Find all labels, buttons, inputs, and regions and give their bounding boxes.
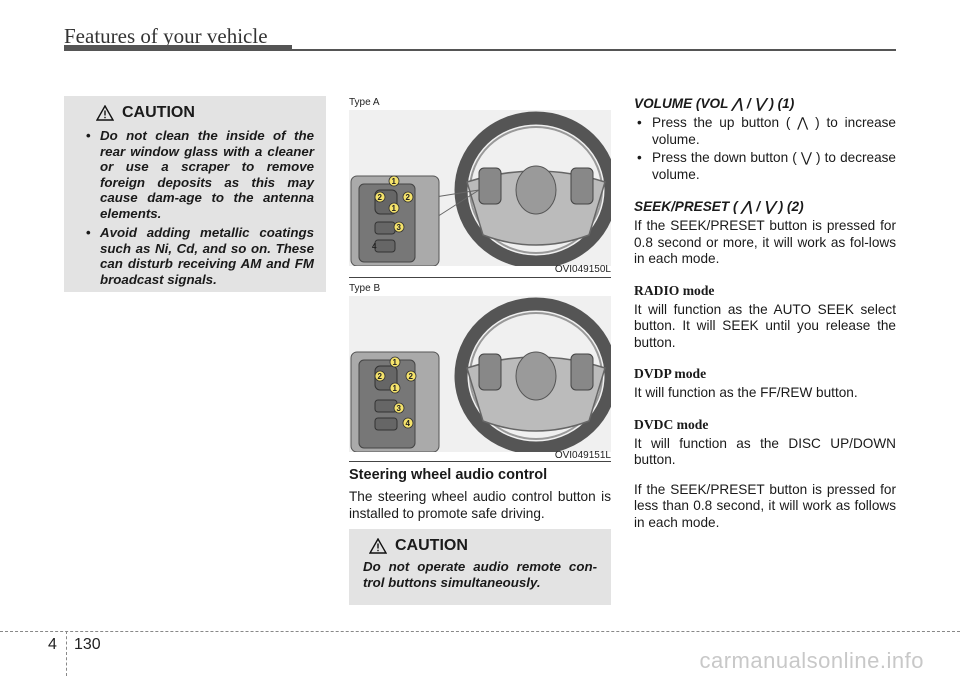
caution-box-antenna: CAUTION Do not clean the inside of the r… (64, 96, 326, 292)
figure-code: OVI049150L (554, 264, 611, 275)
caution-heading: CAUTION (369, 537, 597, 555)
radio-mode-body: It will function as the AUTO SEEK select… (634, 301, 896, 350)
caution-title: CAUTION (395, 537, 468, 554)
volume-bullet: Press the down button ( ⋁ ) to decrease … (634, 150, 896, 183)
figure-rule (349, 277, 611, 278)
figure-code: OVI049151L (554, 450, 611, 461)
dvdc-mode-heading: DVDC mode (634, 416, 709, 432)
dvdp-mode-heading: DVDP mode (634, 366, 707, 381)
page-number: 130 (74, 636, 101, 653)
caution-title: CAUTION (122, 104, 195, 121)
svg-text:4: 4 (406, 419, 411, 428)
watermark-text: carmanualsonline.info (699, 648, 924, 673)
caution-list: Do not clean the inside of the rear wind… (80, 128, 314, 287)
volume-bullet: Press the up button ( ⋀ ) to increase vo… (634, 115, 896, 148)
svg-text:2: 2 (378, 193, 383, 202)
warning-triangle-icon (369, 538, 387, 554)
steering-wheel-type-a-graphic: 1 2 2 1 3 4 (349, 110, 611, 266)
svg-text:3: 3 (397, 223, 402, 232)
figure-rule (349, 461, 611, 462)
warning-triangle-icon (96, 105, 114, 121)
section-body: The steering wheel audio control button … (349, 489, 611, 521)
svg-text:1: 1 (392, 204, 397, 213)
seek-heading: SEEK/PRESET ( ⋀ / ⋁ ) (2) (634, 199, 804, 214)
caution-item: Do not clean the inside of the rear wind… (80, 128, 314, 221)
svg-text:4: 4 (372, 242, 377, 251)
header-rule-thick (64, 45, 292, 51)
right-column: VOLUME (VOL ⋀ / ⋁ ) (1) Press the up but… (634, 96, 896, 531)
caution-item: Avoid adding metallic coatings such as N… (80, 225, 314, 287)
caution-heading: CAUTION (96, 104, 314, 122)
volume-heading: VOLUME (VOL ⋀ / ⋁ ) (1) (634, 96, 795, 111)
svg-text:2: 2 (378, 372, 383, 381)
seek-body: If the SEEK/PRESET button is pressed for… (634, 218, 896, 266)
dvdp-mode-body: It will function as the FF/REW button. (634, 385, 858, 400)
svg-text:2: 2 (406, 193, 411, 202)
radio-mode-heading: RADIO mode (634, 282, 715, 298)
svg-text:1: 1 (393, 358, 398, 367)
dvdc-mode-body: It will function as the DISC UP/DOWN but… (634, 435, 896, 468)
steering-wheel-illustration-type-b: 1 2 2 1 3 4 (349, 296, 611, 452)
chapter-number: 4 (48, 636, 57, 653)
figure-type-label: Type B (349, 283, 381, 294)
caution-text: Do not operate audio remote con-trol but… (363, 559, 597, 590)
header-rule-thin (292, 49, 896, 51)
svg-text:1: 1 (392, 177, 397, 186)
svg-text:2: 2 (409, 372, 414, 381)
page-header-title: Features of your vehicle (64, 24, 268, 48)
footer-dashed-divider (66, 631, 67, 676)
section-heading: Steering wheel audio control (349, 467, 548, 483)
svg-text:1: 1 (393, 384, 398, 393)
caution-box-remote: CAUTION Do not operate audio remote con-… (349, 529, 611, 605)
short-press-body: If the SEEK/PRESET button is pressed for… (634, 481, 896, 530)
figure-type-label: Type A (349, 97, 380, 108)
steering-wheel-type-b-graphic: 1 2 2 1 3 4 (349, 296, 611, 452)
footer-dashed-rule (0, 631, 960, 632)
svg-text:3: 3 (397, 404, 402, 413)
steering-wheel-illustration-type-a: 1 2 2 1 3 4 (349, 110, 611, 266)
